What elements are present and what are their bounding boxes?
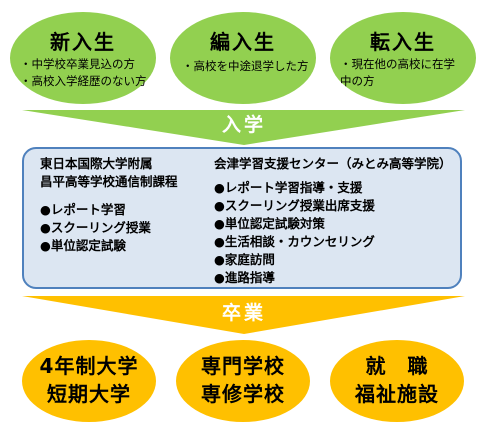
- destination-line: 就 職: [365, 354, 429, 378]
- destination-line: 4年制大学: [39, 354, 139, 378]
- destination-vocational-text: 専門学校 専修学校: [176, 352, 310, 408]
- school-name-line1: 東日本国際大学附属: [40, 156, 153, 171]
- support-item: ●スクーリング授業出席支援: [214, 198, 375, 213]
- entry-lines-move: ・現在他の高校に在学 中の方: [340, 56, 455, 90]
- entry-line: ・現在他の高校に在学: [340, 57, 455, 71]
- destination-university-text: 4年制大学 短期大学: [22, 352, 156, 408]
- entry-title-move: 転入生: [370, 30, 436, 54]
- entry-line: 中の方: [340, 74, 375, 88]
- entry-title-transfer: 編入生: [210, 30, 276, 54]
- support-item: ●家庭訪問: [214, 252, 275, 267]
- program-box: 東日本国際大学附属 昌平高等学校通信制課程 ●レポート学習 ●スクーリング授業 …: [22, 147, 462, 289]
- support-item: ●生活相談・カウンセリング: [214, 234, 375, 249]
- support-item: ●単位認定試験対策: [214, 216, 325, 231]
- destination-oval-employment: 就 職 福祉施設: [330, 340, 464, 422]
- entry-lines-new: ・中学校卒業見込の方 ・高校入学経歴のない方: [20, 56, 147, 90]
- support-item: ●レポート学習指導・支援: [214, 180, 363, 195]
- entry-line: ・高校を中途退学した方: [182, 59, 309, 73]
- school-item: ●スクーリング授業: [40, 220, 151, 235]
- destination-oval-vocational: 専門学校 専修学校: [176, 340, 310, 422]
- destination-line: 福祉施設: [355, 382, 439, 406]
- school-column: 東日本国際大学附属 昌平高等学校通信制課程 ●レポート学習 ●スクーリング授業 …: [40, 155, 178, 255]
- entry-oval-move: 転入生 ・現在他の高校に在学 中の方: [330, 12, 476, 104]
- support-item: ●進路指導: [214, 270, 275, 285]
- enrollment-label: 入学: [221, 114, 266, 136]
- entry-lines-transfer: ・高校を中途退学した方: [182, 58, 309, 75]
- support-name: 会津学習支援センター（みとみ高等学院）: [214, 156, 452, 171]
- entry-oval-new: 新入生 ・中学校卒業見込の方 ・高校入学経歴のない方: [10, 12, 156, 104]
- entry-title-new: 新入生: [50, 30, 116, 54]
- destination-line: 専修学校: [201, 382, 285, 406]
- destination-employment-text: 就 職 福祉施設: [330, 352, 464, 408]
- graduation-label: 卒業: [221, 302, 266, 324]
- destination-line: 専門学校: [201, 354, 285, 378]
- destination-line: 短期大学: [47, 382, 131, 406]
- school-item: ●レポート学習: [40, 202, 126, 217]
- support-column: 会津学習支援センター（みとみ高等学院） ●レポート学習指導・支援 ●スクーリング…: [214, 155, 452, 287]
- school-item: ●単位認定試験: [40, 238, 126, 253]
- destination-oval-university: 4年制大学 短期大学: [22, 340, 156, 422]
- entry-line: ・中学校卒業見込の方: [20, 57, 135, 71]
- school-name-line2: 昌平高等学校通信制課程: [40, 174, 178, 189]
- entry-line: ・高校入学経歴のない方: [20, 74, 147, 88]
- entry-oval-transfer: 編入生 ・高校を中途退学した方: [170, 12, 316, 104]
